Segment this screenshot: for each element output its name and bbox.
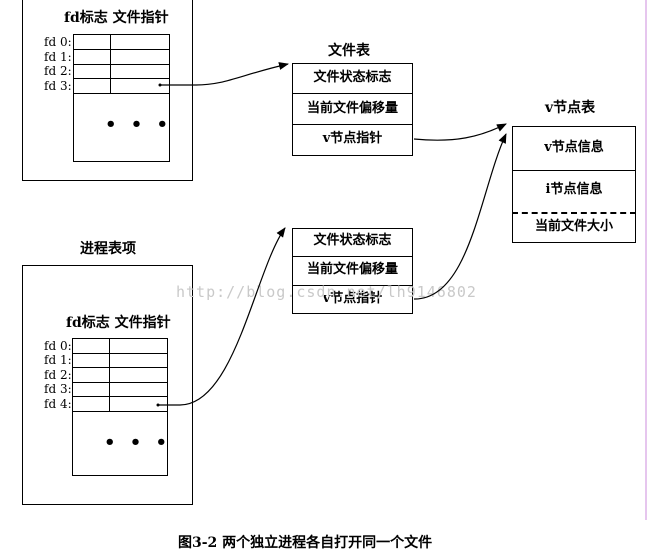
vnode-row-vnode-info: v节点信息 <box>512 140 636 158</box>
process2-row-divider <box>73 411 167 412</box>
process2-fd0-label: fd 0: <box>44 339 72 353</box>
vnode-row-inode-info: i节点信息 <box>512 182 636 200</box>
inode-info-text: i节点信息 <box>545 182 603 197</box>
scan-edge-line <box>645 0 647 520</box>
file-table1-status-flags-text: 文件状态标志 <box>313 70 392 85</box>
process2-fd4-label: fd 4: <box>44 397 72 411</box>
process1-fd3-label: fd 3: <box>44 79 72 93</box>
file-table2-divider <box>292 256 413 257</box>
process1-fd2-label: fd 2: <box>44 64 72 78</box>
process1-row-divider <box>74 93 169 94</box>
file-table2-row-offset: 当前文件偏移量 <box>292 262 413 280</box>
process2-row-divider <box>73 396 167 397</box>
file-table1-title: 文件表 <box>328 43 370 59</box>
process2-fd1-label: fd 1: <box>44 353 72 367</box>
watermark-text: http://blog.csdn.net/lh9146802 <box>176 283 477 301</box>
process1-row-divider <box>74 49 169 50</box>
process1-row-divider <box>74 64 169 65</box>
process1-header: fd标志 文件指针 <box>64 10 169 26</box>
process1-col-divider <box>110 35 111 93</box>
file-table1-offset-text: 当前文件偏移量 <box>306 101 398 116</box>
file-table2-row-status-flags: 文件状态标志 <box>292 233 413 251</box>
process2-fd3-label: fd 3: <box>44 382 72 396</box>
process2-header: fd标志 文件指针 <box>66 315 171 331</box>
file-table2-divider <box>292 285 413 286</box>
process1-row-divider <box>74 78 169 79</box>
process2-title: 进程表项 <box>80 241 136 257</box>
file-size-text: 当前文件大小 <box>534 219 613 234</box>
file-table2-offset-text: 当前文件偏移量 <box>306 262 398 277</box>
vnode-table-dashed-divider <box>512 212 636 214</box>
file-table1-vnode-ptr-text: v节点指针 <box>322 131 383 146</box>
process2-row-divider <box>73 353 167 354</box>
process-entry-1 <box>22 0 193 181</box>
process2-fd2-label: fd 2: <box>44 368 72 382</box>
process1-fd1-label: fd 1: <box>44 50 72 64</box>
file-table1-row-offset: 当前文件偏移量 <box>292 101 413 119</box>
file-table1-divider <box>292 124 413 125</box>
arrow-file-table2-to-vnode <box>413 133 507 300</box>
vnode-table-title: v节点表 <box>545 100 596 116</box>
file-table1-divider <box>292 93 413 94</box>
process2-row-divider <box>73 367 167 368</box>
vnode-table <box>512 126 636 243</box>
process2-fd-table <box>72 338 168 476</box>
arrow-file-table1-to-vnode <box>413 123 507 141</box>
process1-fd0-label: fd 0: <box>44 35 72 49</box>
figure-caption: 图3-2 两个独立进程各自打开同一个文件 <box>178 535 433 551</box>
file-table2-status-flags-text: 文件状态标志 <box>313 233 392 248</box>
file-table2 <box>292 228 413 314</box>
vnode-row-file-size: 当前文件大小 <box>512 219 636 237</box>
file-table1-row-vnode-ptr: v节点指针 <box>292 131 413 149</box>
vnode-info-text: v节点信息 <box>544 140 604 155</box>
process2-ellipsis: • • • <box>104 432 172 453</box>
process1-fd-table <box>73 34 170 162</box>
file-table1 <box>292 63 413 156</box>
process1-ellipsis: • • • <box>105 114 173 135</box>
file-table1-row-status-flags: 文件状态标志 <box>292 70 413 88</box>
file-table2-vnode-ptr-text: v节点指针 <box>322 291 383 306</box>
vnode-table-divider <box>512 170 636 171</box>
process2-row-divider <box>73 382 167 383</box>
file-table2-row-vnode-ptr: v节点指针 <box>292 291 413 309</box>
process2-col-divider <box>109 339 110 411</box>
